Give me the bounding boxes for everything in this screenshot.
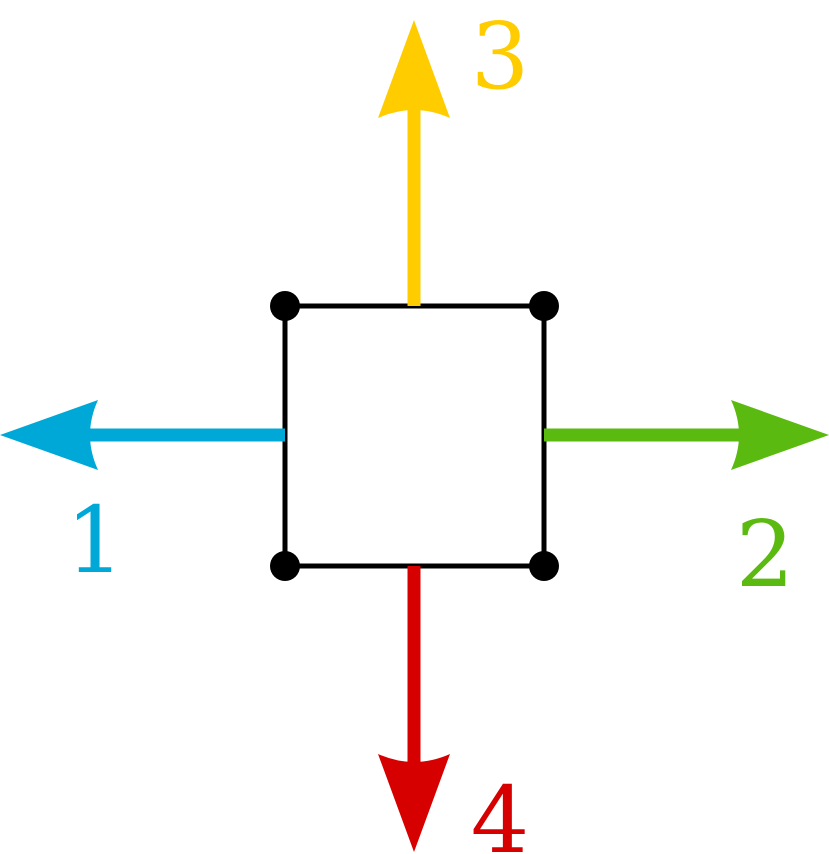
- square: [282, 303, 547, 569]
- corner-dot-bottom-right: [529, 551, 559, 581]
- arrow-left-icon: [0, 400, 285, 470]
- arrow-up-icon: [378, 20, 450, 306]
- corner-dot-bottom-left: [270, 551, 300, 581]
- label-4: 4: [471, 767, 530, 854]
- label-2: 2: [736, 501, 795, 608]
- arrow-right-icon: [544, 400, 829, 470]
- corner-dot-top-right: [529, 291, 559, 321]
- label-3: 3: [471, 3, 530, 110]
- label-1: 1: [66, 487, 125, 594]
- arrow-down-icon: [378, 566, 450, 852]
- corner-dot-top-left: [270, 291, 300, 321]
